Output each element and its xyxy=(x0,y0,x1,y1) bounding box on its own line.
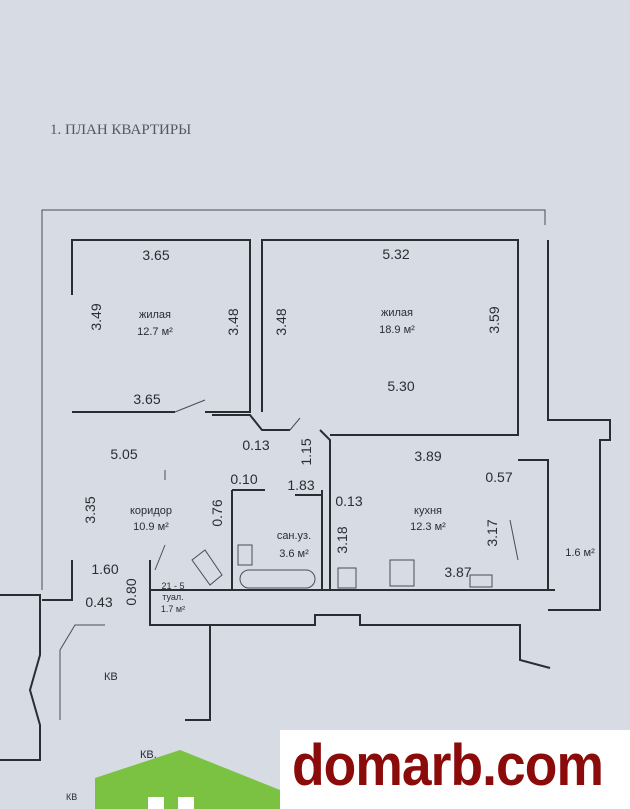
dimension-label: 3.48 xyxy=(225,308,241,335)
dimension-label: 1.15 xyxy=(298,438,314,465)
dimension-label: 0.13 xyxy=(335,493,362,509)
dimension-label: 3.87 xyxy=(444,564,471,580)
neighbor-apartment-label: КВ xyxy=(104,671,118,683)
neighbor-apartment-label: КВ. xyxy=(140,749,157,761)
dimension-label: 3.35 xyxy=(82,496,98,523)
dimension-label: 1.60 xyxy=(91,561,118,577)
walls xyxy=(0,209,611,761)
dimension-label: 0.57 xyxy=(485,469,512,485)
room-name-living1: жилая xyxy=(139,309,171,321)
dimension-label: 5.05 xyxy=(110,446,137,462)
bathtub-icon xyxy=(239,569,316,589)
room-area-kitchen: 12.3 м² xyxy=(410,521,446,533)
dimension-label: 5.30 xyxy=(387,378,414,394)
dimension-label: 3.65 xyxy=(133,391,160,407)
dimension-label: 0.10 xyxy=(230,471,257,487)
house-logo-icon xyxy=(50,750,280,809)
room-area-balcony: 1.6 м² xyxy=(565,547,595,559)
dimension-label: 0.76 xyxy=(209,499,225,526)
dimension-label: 3.17 xyxy=(484,519,500,546)
dimension-label: 5.32 xyxy=(382,246,409,262)
kitchen-sink-icon xyxy=(337,567,357,589)
dimension-label: 3.18 xyxy=(334,526,350,553)
neighbor-apartment-label: КВ xyxy=(66,792,77,802)
room-name-bathroom: сан.уз. xyxy=(277,530,311,542)
room-name-toilet: туал. xyxy=(162,592,183,602)
radiator-icon xyxy=(469,574,493,588)
room-name-living2: жилая xyxy=(381,307,413,319)
dimension-label: 3.59 xyxy=(486,306,502,333)
room-code-toilet: 21 - 5 xyxy=(161,581,184,591)
dimension-label: 0.43 xyxy=(85,594,112,610)
room-area-corridor: 10.9 м² xyxy=(133,521,169,533)
watermark-banner: domarb.com xyxy=(280,730,630,809)
dimension-label: 1.83 xyxy=(287,477,314,493)
toilet-icon xyxy=(191,549,223,586)
dimension-label: 3.48 xyxy=(273,308,289,335)
room-area-living1: 12.7 м² xyxy=(137,326,173,338)
room-name-kitchen: кухня xyxy=(414,505,442,517)
dimensions: 3.65 3.49 3.48 3.48 5.32 3.59 3.65 5.30 … xyxy=(82,246,513,610)
sink-icon xyxy=(237,544,253,566)
plan-title: 1. ПЛАН КВАРТИРЫ xyxy=(50,122,191,138)
stove-icon xyxy=(389,559,415,587)
fixtures xyxy=(191,544,493,589)
dimension-label: 3.89 xyxy=(414,448,441,464)
dimension-label: 3.65 xyxy=(142,247,169,263)
watermark-site-name: domarb.com xyxy=(292,733,604,798)
room-name-corridor: коридор xyxy=(130,505,172,517)
room-area-bathroom: 3.6 м² xyxy=(279,548,309,560)
dimension-label: 0.13 xyxy=(242,437,269,453)
dimension-label: 0.80 xyxy=(123,578,139,605)
room-area-living2: 18.9 м² xyxy=(379,324,415,336)
room-area-toilet: 1.7 м² xyxy=(161,604,185,614)
dimension-label: 3.49 xyxy=(88,303,104,330)
